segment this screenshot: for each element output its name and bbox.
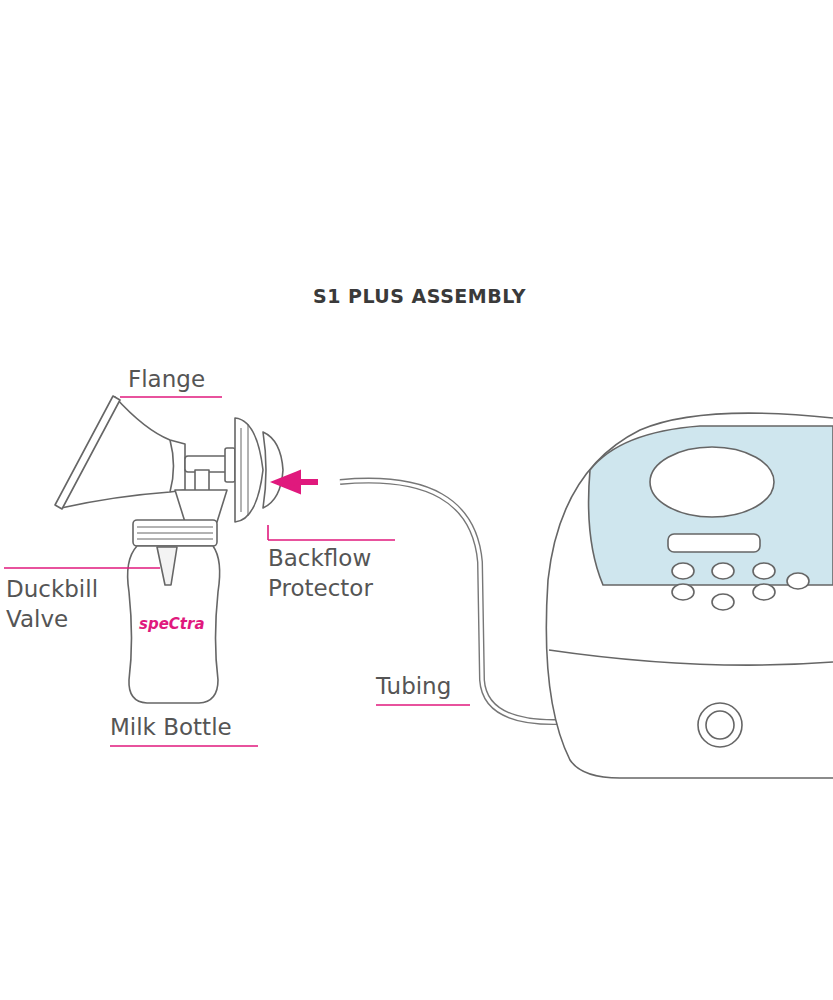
connector-body — [175, 490, 227, 522]
pump-port — [698, 703, 742, 747]
protector-nozzle — [225, 448, 235, 482]
flange-rim — [55, 396, 120, 509]
bottle-leader — [110, 745, 258, 747]
backflow-protector — [235, 418, 263, 522]
part-label: Duckbill Valve — [6, 574, 116, 634]
protector-leader — [268, 539, 395, 541]
diagram-title: S1 PLUS ASSEMBLY — [313, 285, 526, 307]
protector-cap — [263, 432, 283, 508]
part-label: Flange — [128, 364, 205, 394]
valve-leader — [4, 567, 160, 569]
part-label: Backflow Protector — [268, 543, 418, 603]
tubing-leader — [376, 704, 470, 706]
milk-bottle — [128, 546, 220, 703]
pump-buttons — [672, 563, 809, 610]
pump-body — [546, 413, 833, 778]
part-label: Milk Bottle — [110, 712, 232, 742]
duckbill-valve — [157, 547, 177, 585]
flange-leader — [120, 396, 222, 398]
brand-logo: speCtra — [139, 615, 205, 633]
pump-display — [668, 534, 760, 552]
pump-handle — [650, 447, 774, 517]
arrow-left — [278, 474, 318, 490]
part-label: Tubing — [376, 671, 451, 701]
bottle-cap — [133, 520, 217, 546]
flange — [61, 397, 185, 508]
pump-panel — [589, 426, 833, 585]
